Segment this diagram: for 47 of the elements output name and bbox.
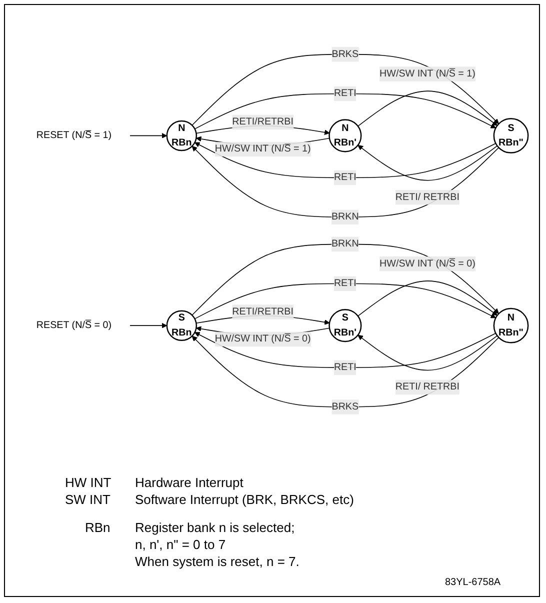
node-circle: N RBn xyxy=(166,120,198,152)
edge-label: RETI xyxy=(334,172,356,183)
edge-label: RETI/RETRBI xyxy=(232,306,294,318)
edge-label: RETI xyxy=(334,362,356,373)
edge-label: HW/SW INT (N/S̅ = 0) xyxy=(380,258,476,270)
arrow xyxy=(130,323,168,329)
node-circle: N RBn" xyxy=(493,308,529,344)
node-circle: N RBn' xyxy=(328,120,362,153)
node-circle: S RBn" xyxy=(493,118,529,154)
arrow xyxy=(194,94,496,130)
arrow xyxy=(358,280,498,317)
definition-text: Hardware Interrupt xyxy=(135,475,244,490)
arrow xyxy=(194,142,496,178)
node-text: RESET (N/S̅ = 0) xyxy=(36,320,112,331)
node-text: RESET (N/S̅ = 1) xyxy=(36,130,112,141)
figure-number: 83YL-6758A xyxy=(445,577,501,588)
arrow xyxy=(192,54,499,126)
node-circle: S RBn' xyxy=(328,309,362,342)
edge-label: RETI/ RETRBI xyxy=(395,192,460,203)
arrow xyxy=(194,284,496,320)
edge-label: HW/SW INT (N/S̅ = 1) xyxy=(214,144,311,155)
arrow xyxy=(192,336,500,408)
arrow xyxy=(192,244,499,316)
abbreviation-term: HW INT xyxy=(65,475,112,490)
edge-label: HW/SW INT (N/S̅ = 1) xyxy=(380,68,476,80)
arrow xyxy=(358,91,498,127)
arrow xyxy=(130,133,168,139)
edge-label: RETI xyxy=(334,278,356,289)
node-circle: S RBn xyxy=(166,310,198,342)
edge-label: RETI xyxy=(334,88,356,100)
edge-label: BRKS xyxy=(332,402,359,412)
edge-label: BRKS xyxy=(332,49,359,60)
edge-label: RETI/ RETRBI xyxy=(395,382,460,392)
edge-label: BRKN xyxy=(331,239,359,250)
definition-text: n, n', n" = 0 to 7 xyxy=(135,537,226,552)
edge-label: RETI/RETRBI xyxy=(232,116,294,128)
arrow xyxy=(358,335,498,371)
abbreviation-term: RBn xyxy=(85,520,110,535)
edge-label: BRKN xyxy=(331,212,359,222)
arrow xyxy=(192,146,500,218)
arrow xyxy=(358,145,498,182)
edge-label: HW/SW INT (N/S̅ = 0) xyxy=(214,334,311,344)
abbreviation-term: SW INT xyxy=(65,492,110,507)
definition-text: Software Interrupt (BRK, BRKCS, etc) xyxy=(135,492,354,507)
definition-text: Register bank n is selected; xyxy=(135,520,295,535)
definition-text: When system is reset, n = 7. xyxy=(135,554,300,569)
arrow xyxy=(194,332,496,368)
